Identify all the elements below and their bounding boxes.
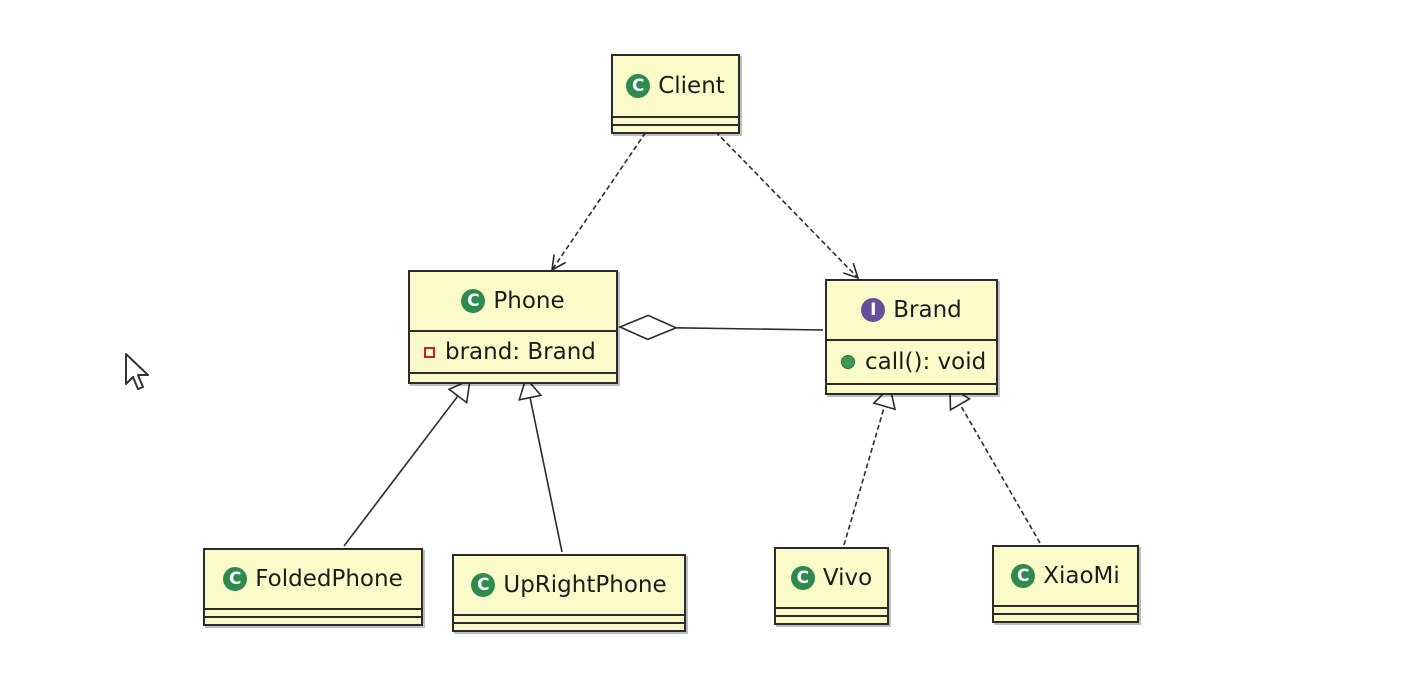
- relation-realization-vivo-to-brand[interactable]: [843, 385, 897, 546]
- class-header: C Client: [613, 56, 738, 116]
- hollow-triangle-arrowhead-icon: [447, 378, 472, 405]
- relation-line: [529, 397, 563, 553]
- class-attribute: brand: Brand: [410, 332, 616, 372]
- class-name: XiaoMi: [1043, 563, 1120, 589]
- compartment-divider: [994, 613, 1137, 615]
- empty-compartment: [613, 126, 738, 132]
- compartment-divider: [827, 339, 996, 341]
- compartment-divider: [776, 615, 887, 617]
- compartment-divider: [205, 608, 421, 610]
- class-box-phone[interactable]: C Phone brand: Brand: [408, 270, 618, 384]
- relation-dependency-client-to-brand[interactable]: [709, 125, 860, 280]
- relation-line: [551, 125, 651, 271]
- compartment-divider: [994, 605, 1137, 607]
- class-box-foldedphone[interactable]: C FoldedPhone: [203, 548, 423, 626]
- compartment-divider: [454, 622, 684, 624]
- empty-compartment: [454, 624, 684, 630]
- compartment-divider: [776, 607, 887, 609]
- relation-line: [959, 403, 1041, 544]
- class-name: Client: [658, 73, 725, 99]
- relation-aggregation-phone-to-brand[interactable]: [617, 314, 824, 341]
- relation-line: [675, 327, 824, 331]
- compartment-divider: [410, 372, 616, 374]
- class-header: I Brand: [827, 281, 996, 339]
- mouse-pointer-icon: [125, 353, 149, 390]
- relation-generalization-uprightphone-to-phone[interactable]: [518, 376, 563, 553]
- hollow-diamond-icon: [617, 314, 679, 341]
- class-box-brand[interactable]: I Brand call(): void: [825, 279, 998, 395]
- open-arrowhead-icon: [842, 262, 860, 280]
- private-field-icon: [424, 346, 435, 358]
- empty-compartment: [827, 385, 996, 393]
- class-name: UpRightPhone: [503, 572, 667, 598]
- class-header: C Phone: [410, 272, 616, 330]
- empty-compartment: [776, 617, 887, 623]
- public-method-icon: [841, 355, 855, 369]
- class-icon: C: [471, 573, 496, 597]
- compartment-divider: [410, 330, 616, 332]
- class-icon: C: [790, 566, 815, 590]
- compartment-divider: [827, 383, 996, 385]
- compartment-divider: [205, 616, 421, 618]
- relation-line: [709, 125, 859, 279]
- class-header: C FoldedPhone: [205, 550, 421, 608]
- empty-compartment: [410, 374, 616, 382]
- compartment-divider: [613, 124, 738, 126]
- class-header: C UpRightPhone: [454, 556, 684, 614]
- attribute-text: brand: Brand: [445, 339, 596, 365]
- method-text: call(): void: [865, 349, 987, 375]
- class-name: Brand: [893, 297, 962, 323]
- class-name: FoldedPhone: [255, 566, 403, 592]
- class-icon: C: [461, 289, 486, 313]
- relation-line: [343, 395, 459, 547]
- empty-compartment: [994, 615, 1137, 621]
- class-header: C Vivo: [776, 549, 887, 607]
- relation-line: [843, 405, 886, 546]
- class-box-uprightphone[interactable]: C UpRightPhone: [452, 554, 686, 632]
- class-icon: C: [223, 567, 248, 591]
- compartment-divider: [454, 614, 684, 616]
- class-header: C XiaoMi: [994, 547, 1137, 605]
- class-icon: C: [1011, 564, 1036, 588]
- class-icon: C: [626, 74, 651, 98]
- class-name: Vivo: [822, 565, 873, 591]
- class-box-client[interactable]: C Client: [611, 54, 740, 134]
- class-name: Phone: [493, 288, 565, 314]
- relation-realization-xiaomi-to-brand[interactable]: [949, 385, 1041, 544]
- relation-generalization-foldedphone-to-phone[interactable]: [343, 378, 472, 547]
- empty-compartment: [205, 618, 421, 624]
- compartment-divider: [613, 116, 738, 118]
- interface-icon: I: [861, 298, 886, 322]
- class-box-vivo[interactable]: C Vivo: [774, 547, 889, 625]
- class-method: call(): void: [827, 341, 996, 383]
- relation-dependency-client-to-phone[interactable]: [550, 125, 651, 272]
- class-box-xiaomi[interactable]: C XiaoMi: [992, 545, 1139, 623]
